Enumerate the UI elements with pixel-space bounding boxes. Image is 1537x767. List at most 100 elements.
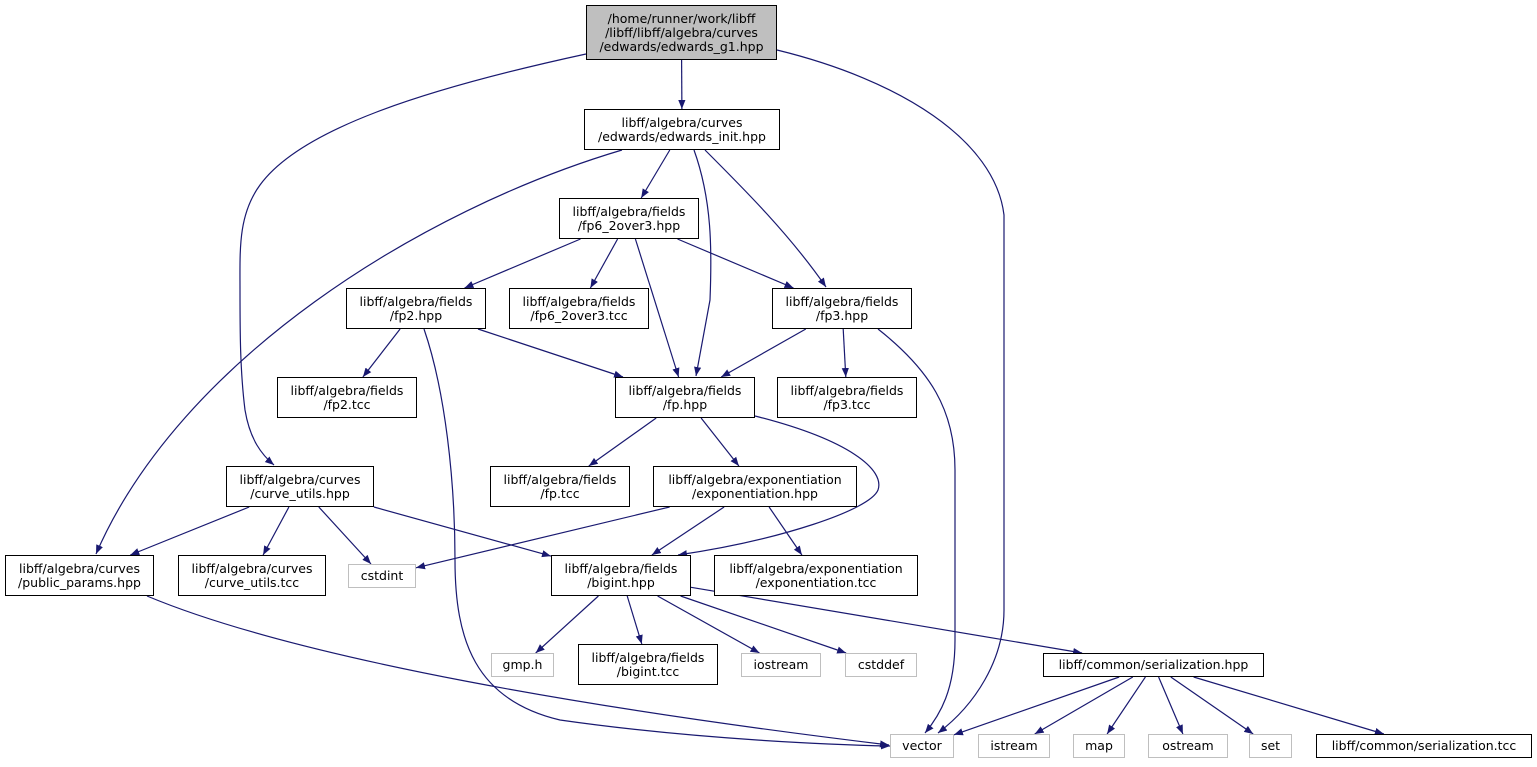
edge-bigint-hpp-to-gmp xyxy=(535,595,599,654)
edge-edwards-init-to-fp6-2over3-hpp xyxy=(640,149,671,199)
node-label: libff/algebra/exponentiation xyxy=(668,471,842,487)
edge-bigint-hpp-to-serialization-hpp xyxy=(690,586,1083,656)
node-exp-tcc[interactable]: libff/algebra/exponentiation/exponentiat… xyxy=(714,555,918,596)
node-label: /fp.hpp xyxy=(662,396,708,412)
node-label: set xyxy=(1260,738,1281,753)
edge-serialization-hpp-to-set xyxy=(1170,676,1254,735)
edge-bigint-hpp-to-iostream xyxy=(657,595,760,654)
edge-serialization-hpp-to-vector xyxy=(953,676,1120,736)
node-label: /fp.tcc xyxy=(540,485,580,501)
node-label: gmp.h xyxy=(502,657,543,672)
node-label: libff/common/serialization.hpp xyxy=(1058,657,1249,672)
node-set: set xyxy=(1249,734,1292,758)
node-label: libff/algebra/fields xyxy=(572,203,686,219)
node-gmp: gmp.h xyxy=(491,653,554,677)
edge-edwards-init-to-fp3-hpp xyxy=(704,149,827,288)
node-label: /curve_utils.hpp xyxy=(250,485,350,501)
node-label: ostream xyxy=(1162,738,1214,753)
edge-bigint-hpp-to-bigint-tcc xyxy=(626,595,643,645)
node-fp3-tcc[interactable]: libff/algebra/fields/fp3.tcc xyxy=(777,377,917,418)
edge-fp-hpp-to-fp-tcc xyxy=(588,417,657,467)
node-label: /public_params.hpp xyxy=(18,574,141,590)
edge-curve-utils-hpp-to-cstdint xyxy=(318,506,372,565)
node-map: map xyxy=(1073,734,1125,758)
node-label: /edwards/edwards_init.hpp xyxy=(598,128,766,144)
edge-public-params-to-vector xyxy=(146,595,890,748)
edge-fp3-hpp-to-vector xyxy=(877,328,956,734)
node-fp6-2over3-hpp[interactable]: libff/algebra/fields/fp6_2over3.hpp xyxy=(559,198,699,239)
edge-fp6-2over3-hpp-to-fp2-hpp xyxy=(464,238,581,289)
edge-bigint-hpp-to-cstddef xyxy=(680,595,847,654)
node-label: libff/algebra/fields xyxy=(503,471,617,487)
node-fp2-hpp[interactable]: libff/algebra/fields/fp2.hpp xyxy=(346,288,486,329)
edge-fp2-hpp-to-fp2-tcc xyxy=(362,328,401,378)
node-public-params[interactable]: libff/algebra/curves/public_params.hpp xyxy=(5,555,154,596)
node-label: /fp3.tcc xyxy=(823,396,871,412)
edge-fp6-2over3-hpp-to-fp-hpp xyxy=(634,238,680,378)
node-fp2-tcc[interactable]: libff/algebra/fields/fp2.tcc xyxy=(277,377,417,418)
node-exp-hpp[interactable]: libff/algebra/exponentiation/exponentiat… xyxy=(653,466,857,507)
node-fp6-2over3-tcc[interactable]: libff/algebra/fields/fp6_2over3.tcc xyxy=(509,288,649,329)
node-label: libff/algebra/curves xyxy=(19,560,140,576)
node-ostream: ostream xyxy=(1148,734,1228,758)
node-label: /bigint.hpp xyxy=(587,574,655,590)
node-label: /home/runner/work/libff xyxy=(607,10,756,26)
node-label: istream xyxy=(990,738,1038,753)
edge-fp-hpp-to-bigint-hpp xyxy=(677,415,880,558)
node-bigint-tcc[interactable]: libff/algebra/fields/bigint.tcc xyxy=(578,644,718,685)
node-bigint-hpp[interactable]: libff/algebra/fields/bigint.hpp xyxy=(551,555,691,596)
edge-root-to-vector xyxy=(776,49,1005,734)
edge-fp3-hpp-to-fp-hpp xyxy=(720,328,807,378)
node-fp3-hpp[interactable]: libff/algebra/fields/fp3.hpp xyxy=(772,288,912,329)
node-serialization-hpp[interactable]: libff/common/serialization.hpp xyxy=(1043,653,1264,677)
edge-exp-hpp-to-exp-tcc xyxy=(768,506,803,556)
edge-fp6-2over3-hpp-to-fp6-2over3-tcc xyxy=(589,238,619,289)
node-label: cstdint xyxy=(360,568,404,583)
edge-serialization-hpp-to-serialization-tcc xyxy=(1193,676,1385,735)
node-iostream: iostream xyxy=(741,653,821,677)
edge-root-to-curve-utils-hpp xyxy=(239,53,587,466)
node-istream: istream xyxy=(978,734,1050,758)
edge-serialization-hpp-to-ostream xyxy=(1158,676,1184,735)
edge-curve-utils-hpp-to-public-params xyxy=(130,506,250,556)
node-label: libff/common/serialization.tcc xyxy=(1331,738,1517,753)
node-label: libff/algebra/curves xyxy=(239,471,361,487)
edge-serialization-hpp-to-map xyxy=(1106,676,1146,735)
node-label: libff/algebra/fields xyxy=(564,560,678,576)
node-label: /exponentiation.hpp xyxy=(692,485,818,501)
node-label: iostream xyxy=(753,657,809,672)
node-label: libff/algebra/exponentiation xyxy=(729,560,903,576)
node-vector: vector xyxy=(890,734,954,758)
node-curve-utils-hpp[interactable]: libff/algebra/curves/curve_utils.hpp xyxy=(226,466,374,507)
edge-curve-utils-hpp-to-bigint-hpp xyxy=(373,506,552,558)
node-label: /fp2.hpp xyxy=(389,307,443,323)
edge-fp2-hpp-to-fp-hpp xyxy=(477,328,624,378)
edge-edwards-init-to-public-params xyxy=(95,149,623,555)
edge-fp6-2over3-hpp-to-fp3-hpp xyxy=(677,238,794,289)
edge-serialization-hpp-to-istream xyxy=(1034,676,1134,735)
node-label: libff/algebra/fields xyxy=(290,382,404,398)
node-label: map xyxy=(1085,738,1113,753)
node-label: libff/algebra/fields xyxy=(785,293,899,309)
node-fp-hpp[interactable]: libff/algebra/fields/fp.hpp xyxy=(615,377,755,418)
node-label: vector xyxy=(902,738,942,753)
node-edwards-init[interactable]: libff/algebra/curves/edwards/edwards_ini… xyxy=(584,109,780,150)
edge-exp-hpp-to-bigint-hpp xyxy=(651,506,725,556)
node-label: libff/algebra/fields xyxy=(790,382,904,398)
node-cstdint: cstdint xyxy=(348,564,416,588)
node-root[interactable]: /home/runner/work/libff/libff/libff/alge… xyxy=(586,5,777,60)
node-label: /bigint.tcc xyxy=(616,663,680,679)
node-label: /libff/libff/algebra/curves xyxy=(605,24,758,40)
node-curve-utils-tcc[interactable]: libff/algebra/curves/curve_utils.tcc xyxy=(178,555,326,596)
node-label: libff/algebra/fields xyxy=(522,293,636,309)
node-serialization-tcc[interactable]: libff/common/serialization.tcc xyxy=(1316,734,1532,758)
node-label: cstddef xyxy=(857,657,905,672)
edge-fp3-hpp-to-fp3-tcc xyxy=(841,328,849,378)
node-cstddef: cstddef xyxy=(845,653,917,677)
node-fp-tcc[interactable]: libff/algebra/fields/fp.tcc xyxy=(490,466,630,507)
node-label: /fp3.hpp xyxy=(815,307,869,323)
edge-curve-utils-hpp-to-curve-utils-tcc xyxy=(262,506,290,556)
node-label: /exponentiation.tcc xyxy=(755,574,877,590)
node-label: /curve_utils.tcc xyxy=(204,574,300,590)
